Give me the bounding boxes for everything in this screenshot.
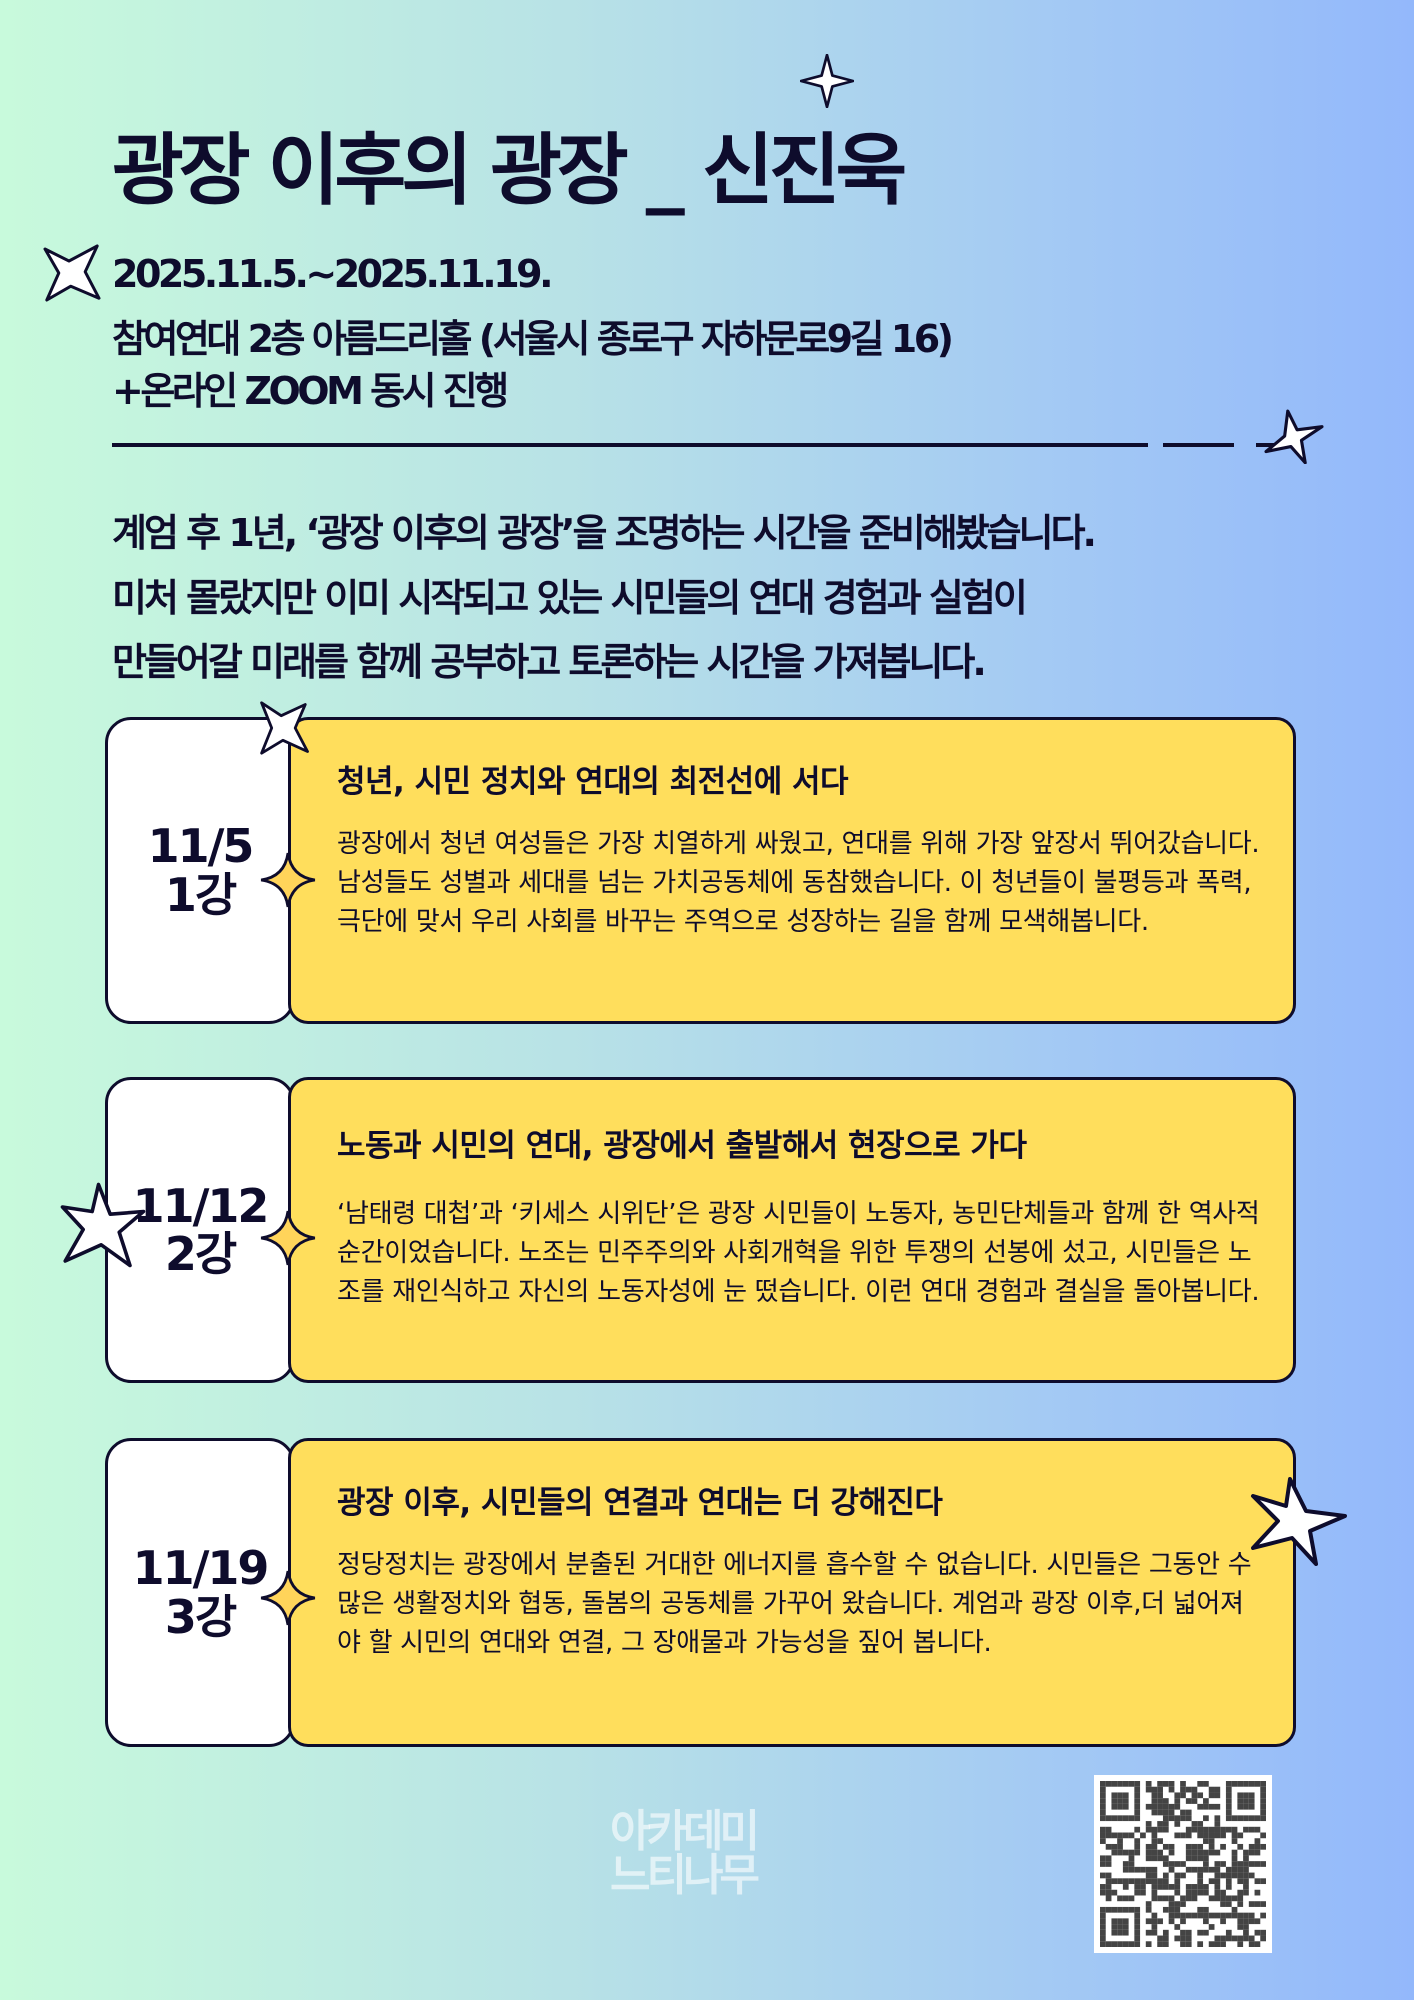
academy-logo: 아카데미 느티나무	[610, 1806, 760, 1901]
session-heading: 노동과 시민의 연대, 광장에서 출발해서 현장으로 가다	[337, 1128, 1027, 1164]
event-venue: 참여연대 2층 아름드리홀 (서울시 종로구 자하문로9길 16)	[112, 317, 954, 361]
intro-line: 미처 몰랐지만 이미 시작되고 있는 시민들의 연대 경험과 실험이	[112, 576, 1028, 620]
session-number: 3강	[164, 1589, 237, 1644]
session-body: 광장에서 청년 여성들은 가장 치열하게 싸웠고, 연대를 위해 가장 앞장서 …	[337, 829, 1260, 937]
logo-line: 아카데미	[610, 1806, 760, 1857]
intro-line: 만들어갈 미래를 함께 공부하고 토론하는 시간을 가져봅니다.	[112, 640, 987, 684]
sparkle-star-icon	[1264, 409, 1324, 464]
session-2-card: 노동과 시민의 연대, 광장에서 출발해서 현장으로 가다 ‘남태령 대첩’과 …	[288, 1077, 1296, 1383]
sparkle-star-icon	[1251, 1477, 1347, 1566]
intro-line: 계엄 후 1년, ‘광장 이후의 광장’을 조명하는 시간을 준비해봤습니다.	[112, 511, 1097, 555]
session-number: 2강	[164, 1227, 237, 1281]
session-heading: 광장 이후, 시민들의 연결과 연대는 더 강해진다	[337, 1485, 943, 1521]
diamond-sparkle-icon	[260, 1570, 316, 1626]
event-dates: 2025.11.5.~2025.11.19.	[112, 252, 554, 296]
diamond-sparkle-icon	[260, 852, 316, 908]
session-1-card: 청년, 시민 정치와 연대의 최전선에 서다 광장에서 청년 여성들은 가장 치…	[288, 717, 1296, 1024]
diamond-sparkle-icon	[260, 1210, 316, 1266]
divider	[112, 443, 1148, 447]
divider	[1163, 443, 1234, 447]
session-1-tab: 11/5 1강	[105, 717, 295, 1024]
session-2-tab: 11/12 2강	[105, 1077, 295, 1383]
sparkle-star-icon	[60, 1182, 146, 1268]
sparkle-star-icon	[260, 701, 309, 755]
event-online: +온라인 ZOOM 동시 진행	[112, 369, 509, 413]
qr-code[interactable]	[1094, 1775, 1272, 1953]
session-heading: 청년, 시민 정치와 연대의 최전선에 서다	[337, 764, 849, 800]
session-3-card: 광장 이후, 시민들의 연결과 연대는 더 강해진다 정당정치는 광장에서 분출…	[288, 1438, 1296, 1747]
session-number: 1강	[164, 867, 237, 922]
qr-code-image	[1100, 1781, 1266, 1947]
divider	[1256, 443, 1278, 447]
session-date: 11/5	[147, 819, 255, 874]
session-date: 11/19	[132, 1541, 270, 1596]
session-date: 11/12	[132, 1178, 270, 1233]
logo-line: 느티나무	[610, 1850, 760, 1901]
session-body: ‘남태령 대첩’과 ‘키세스 시위단’은 광장 시민들이 노동자, 농민단체들과…	[337, 1199, 1260, 1307]
session-body: 정당정치는 광장에서 분출된 거대한 에너지를 흡수할 수 없습니다. 시민들은…	[337, 1550, 1252, 1658]
sparkle-star-icon	[800, 54, 854, 108]
sparkle-star-icon	[43, 244, 101, 302]
page-title: 광장 이후의 광장 _ 신진욱	[112, 126, 907, 216]
